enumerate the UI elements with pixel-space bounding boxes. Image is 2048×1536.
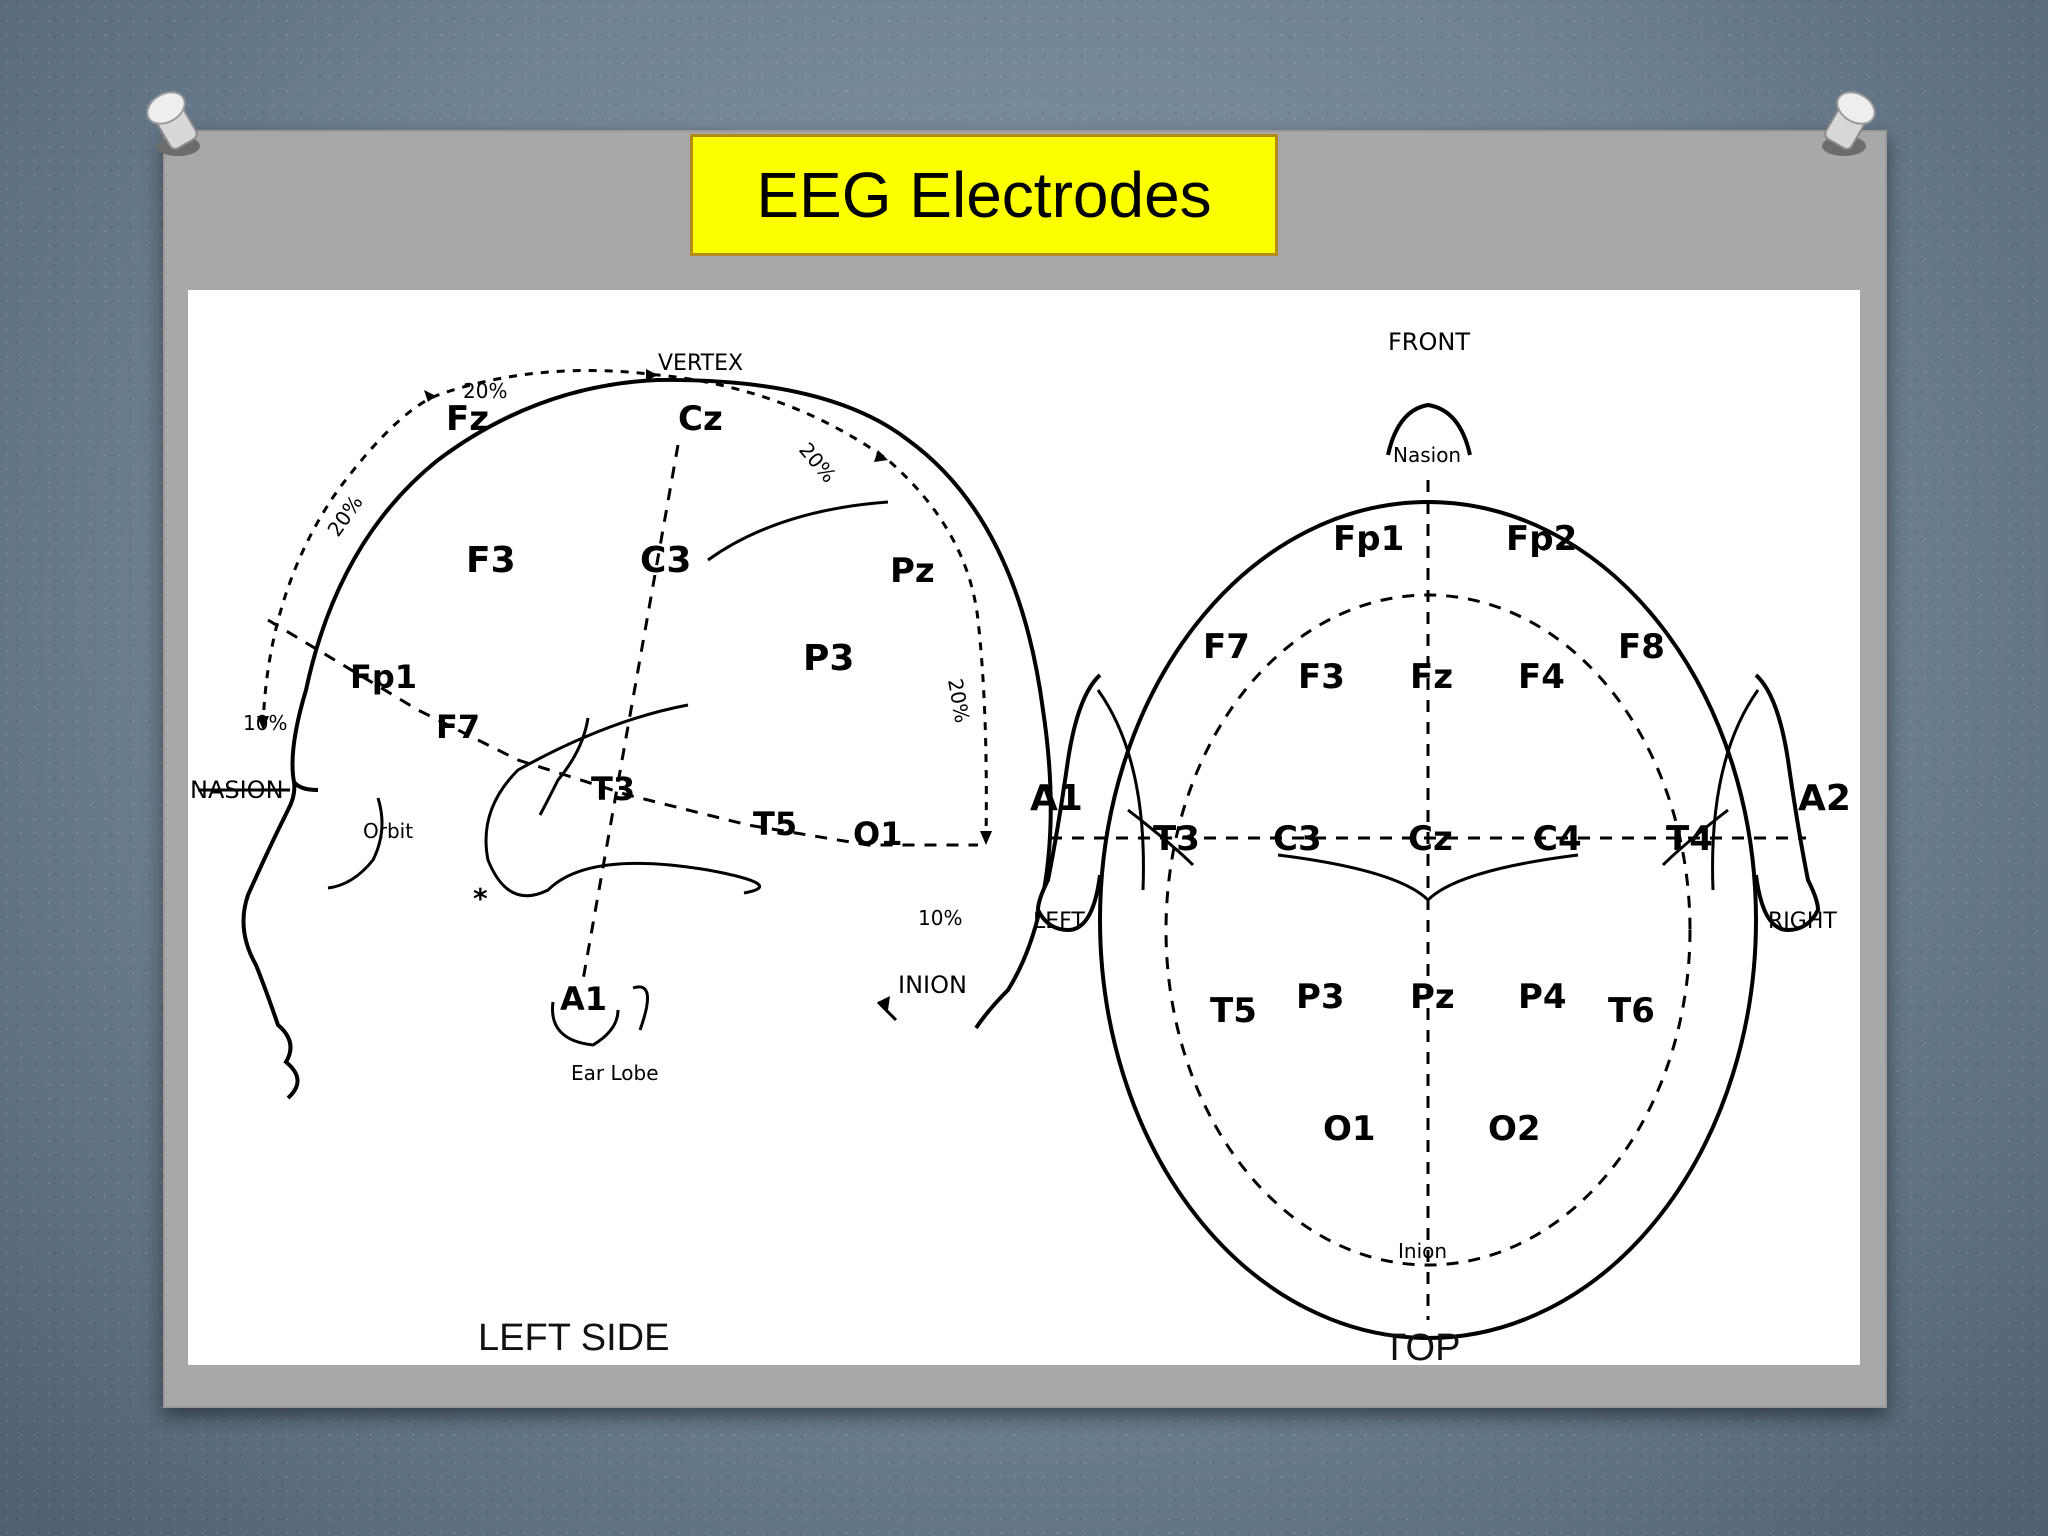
electrode-p3: P3 — [803, 638, 854, 679]
nasion-top-label: Nasion — [1393, 443, 1461, 467]
electrode-top-a1: A1 — [1030, 778, 1083, 819]
electrode-top-c4: C4 — [1533, 819, 1582, 859]
percent-label-cz-pz: 20% — [794, 438, 841, 487]
fissure-line-2 — [707, 500, 889, 562]
electrode-f7: F7 — [436, 708, 480, 746]
arrowhead — [874, 450, 888, 462]
electrode-top-pz: Pz — [1410, 977, 1455, 1017]
inion-top-label: Inion — [1398, 1239, 1447, 1263]
inion-pointer — [876, 1000, 898, 1022]
electrode-top-t4: T4 — [1666, 819, 1713, 859]
front-label: FRONT — [1388, 328, 1470, 356]
nasion-notch — [292, 780, 319, 792]
top-caption: TOP — [1383, 1327, 1460, 1365]
percent-label-pz-o1: 20% — [943, 677, 974, 725]
cz-a1-dashed-line — [581, 444, 680, 981]
eeg-figure: VERTEX 20% 20% 20% 20% 10% 10% NASION IN… — [188, 290, 1860, 1365]
electrode-f3: F3 — [466, 540, 516, 581]
electrode-top-fz: Fz — [1410, 657, 1453, 697]
top-dashed-lines — [1050, 480, 1806, 1320]
right-inner-curve — [1661, 808, 1729, 867]
electrode-top-fp2: Fp2 — [1506, 519, 1577, 559]
arrowhead — [980, 831, 992, 845]
ear-lobe-arrow — [632, 985, 650, 1031]
orbit-outline — [327, 797, 384, 890]
right-label: RIGHT — [1768, 909, 1837, 934]
ear-outline — [484, 703, 761, 898]
left-ear-outline — [1035, 673, 1102, 933]
arrowhead — [257, 716, 269, 730]
electrode-top-o1: O1 — [1323, 1109, 1376, 1149]
percent-label-nasion: 10% — [243, 711, 287, 735]
inion-label: INION — [898, 971, 967, 999]
eeg-diagram: VERTEX 20% 20% 20% 20% 10% 10% NASION IN… — [190, 328, 1851, 1365]
electrode-top-t5: T5 — [1210, 991, 1257, 1031]
electrode-a1: A1 — [560, 980, 607, 1018]
ear-lobe-label: Ear Lobe — [571, 1061, 659, 1085]
electrode-top-f3: F3 — [1298, 657, 1345, 697]
asterisk-mark: * — [473, 882, 488, 915]
arrowhead — [646, 369, 658, 381]
electrode-top-t3: T3 — [1153, 819, 1200, 859]
slide-title: EEG Electrodes — [756, 159, 1212, 231]
left-side-caption: LEFT SIDE — [478, 1317, 669, 1359]
left-temporal-curve — [1096, 689, 1145, 891]
ear-lobe-outline — [551, 1001, 620, 1047]
electrode-t5: T5 — [753, 805, 797, 843]
vertex-label: VERTEX — [658, 351, 743, 376]
percentage-arc — [261, 369, 988, 841]
slide-title-box: EEG Electrodes — [690, 134, 1278, 256]
electrode-top-t6: T6 — [1608, 991, 1655, 1031]
top-view — [1035, 402, 1821, 1340]
electrode-cz: Cz — [678, 399, 723, 439]
electrode-top-p4: P4 — [1518, 977, 1567, 1017]
electrode-top-cz: Cz — [1408, 819, 1453, 859]
left-inner-curve — [1127, 808, 1195, 867]
electrode-top-c3: C3 — [1273, 819, 1322, 859]
electrode-o1: O1 — [853, 815, 902, 853]
head-profile-outline — [241, 377, 1053, 1100]
measurement-arc — [261, 369, 988, 841]
temporal-chain-dashed-line — [267, 618, 978, 847]
electrode-top-f4: F4 — [1518, 657, 1565, 697]
percent-label-inion: 10% — [918, 906, 962, 930]
percent-label-fp-fz: 20% — [322, 491, 367, 541]
left-label: LEFT — [1033, 909, 1085, 934]
electrode-c3: C3 — [640, 540, 691, 581]
right-temporal-curve — [1711, 689, 1760, 891]
pushpin-left-icon — [146, 91, 200, 156]
nose-outline — [1386, 402, 1472, 456]
orbit-label: Orbit — [363, 819, 413, 843]
electrode-fz: Fz — [446, 399, 489, 439]
nasion-label: NASION — [190, 776, 284, 804]
pushpin-right-icon — [1822, 91, 1876, 156]
electrode-top-f7: F7 — [1203, 627, 1250, 667]
electrode-top-f8: F8 — [1618, 627, 1665, 667]
right-ear-outline — [1754, 673, 1821, 933]
arc-arrows — [257, 369, 992, 1010]
electrode-top-o2: O2 — [1488, 1109, 1541, 1149]
electrode-top-a2: A2 — [1798, 778, 1851, 819]
electrode-fp1: Fp1 — [350, 658, 417, 696]
percent-label-fz-cz: 20% — [463, 379, 507, 403]
electrode-top-fp1: Fp1 — [1333, 519, 1404, 559]
arrowhead — [424, 390, 436, 402]
electrode-top-p3: P3 — [1296, 977, 1345, 1017]
side-view — [241, 377, 1053, 1100]
fissure-line — [538, 717, 590, 816]
side-dashed-lines — [267, 444, 978, 981]
inion-arrowhead — [878, 996, 890, 1010]
electrode-pz: Pz — [890, 551, 935, 591]
electrode-t3: T3 — [591, 770, 635, 808]
